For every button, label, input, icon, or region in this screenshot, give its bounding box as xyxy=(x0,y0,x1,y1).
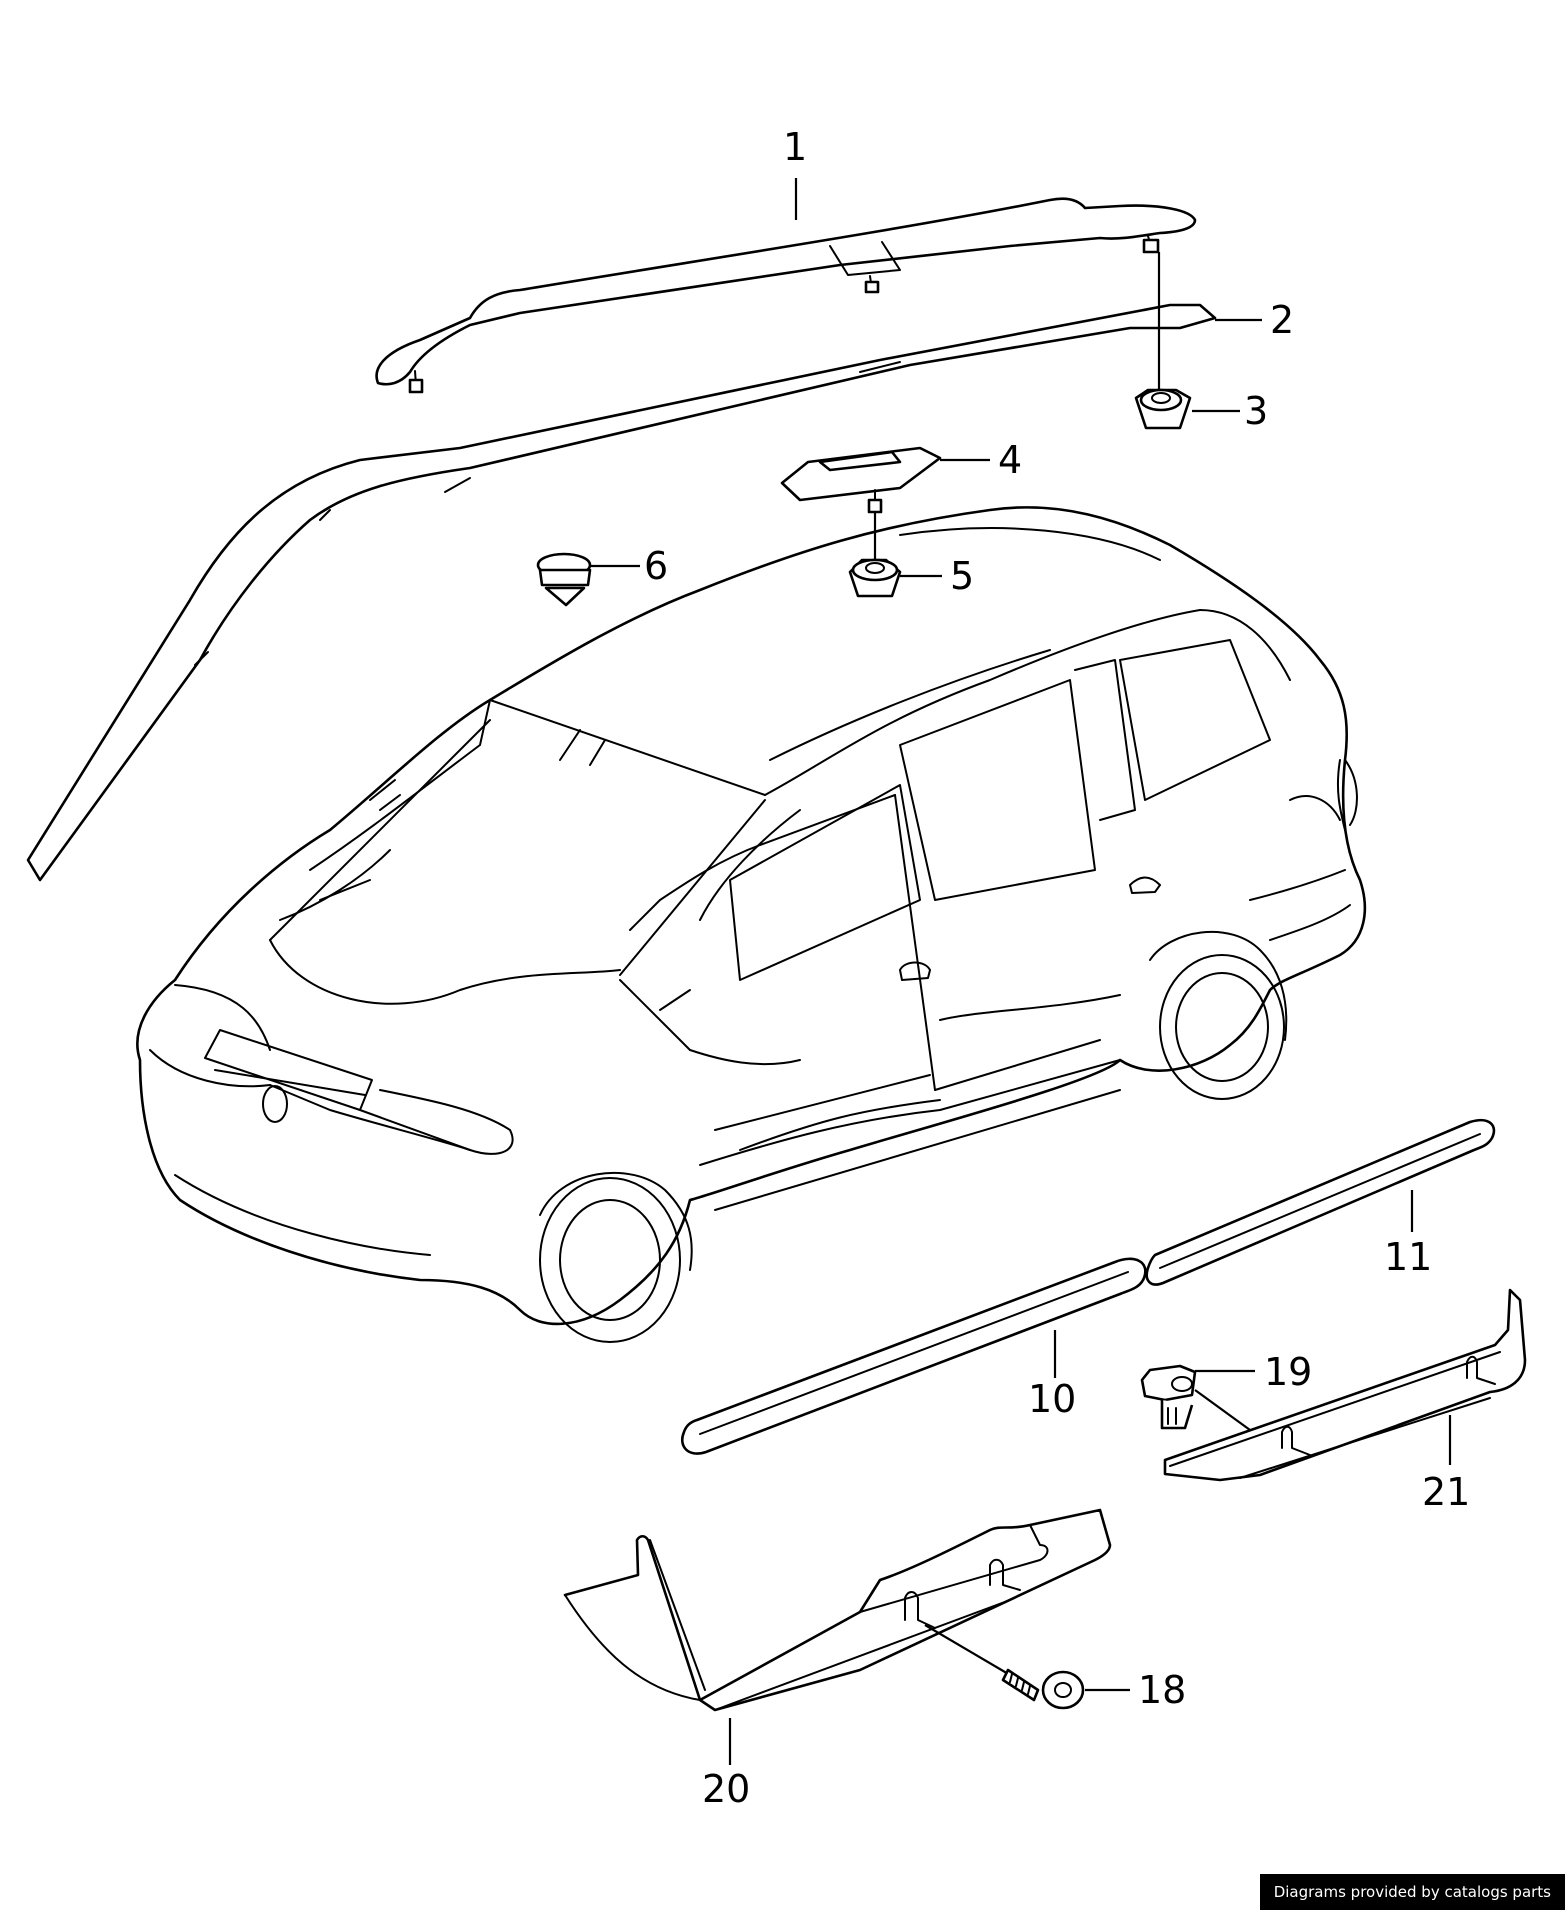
callout-4: 4 xyxy=(998,438,1022,482)
sill-trim-part-20 xyxy=(563,1508,1112,1712)
callout-10: 10 xyxy=(1028,1377,1076,1421)
nut-part-5 xyxy=(848,512,902,598)
callout-11: 11 xyxy=(1384,1235,1432,1279)
callout-19: 19 xyxy=(1264,1350,1312,1394)
callout-labels: 1 2 3 4 5 6 10 11 18 19 20 21 xyxy=(644,125,1470,1811)
roof-rail xyxy=(375,197,1197,394)
clip-part-19 xyxy=(1140,1364,1251,1431)
callout-2: 2 xyxy=(1270,298,1294,342)
callout-20: 20 xyxy=(702,1767,750,1811)
callout-5: 5 xyxy=(950,554,974,598)
callout-21: 21 xyxy=(1422,1470,1470,1514)
callout-6: 6 xyxy=(644,544,668,588)
side-moulding-part-10 xyxy=(681,1257,1147,1455)
callout-1: 1 xyxy=(783,125,807,169)
nut-part-3 xyxy=(1134,252,1192,430)
callout-18: 18 xyxy=(1138,1668,1186,1712)
bracket-part-4 xyxy=(780,446,942,514)
side-moulding-part-11 xyxy=(1145,1118,1496,1286)
van-body xyxy=(136,506,1367,1343)
credit-badge: Diagrams provided by catalogs parts xyxy=(1259,1874,1565,1910)
clip-part-6 xyxy=(536,552,592,607)
sill-trim-part-21 xyxy=(1163,1288,1527,1482)
screw-part-18 xyxy=(924,1624,1085,1710)
leader-lines xyxy=(590,178,1452,1765)
roof-strip xyxy=(26,303,1217,882)
callout-3: 3 xyxy=(1244,389,1268,433)
